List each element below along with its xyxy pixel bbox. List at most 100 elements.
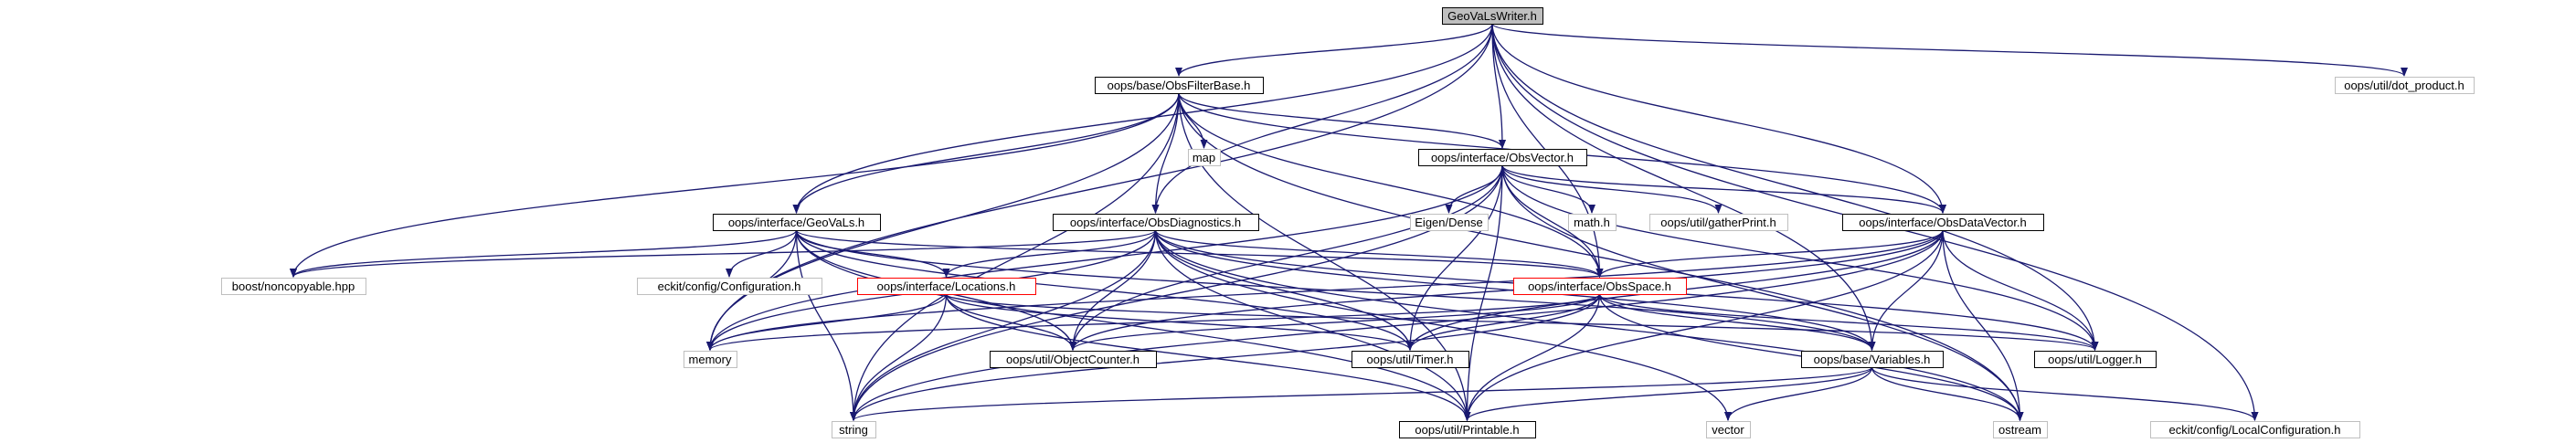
- edge-obsdiagnostics-to-locations: [942, 229, 1157, 278]
- node-vector: vector: [1706, 421, 1751, 438]
- edge-locations-to-memory: [706, 293, 948, 351]
- node-label-obsspace: oops/interface/ObsSpace.h: [1528, 280, 1671, 293]
- edge-obsdiagnostics-to-string: [850, 229, 1157, 421]
- node-configuration: eckit/config/Configuration.h: [637, 278, 822, 295]
- edge-obsdiagnostics-to-printable: [1154, 229, 1471, 421]
- edge-variables-to-printable: [1463, 366, 1873, 421]
- node-box-locations: [857, 278, 1036, 295]
- node-timer[interactable]: oops/util/Timer.h: [1352, 351, 1469, 368]
- node-box-timer: [1352, 351, 1469, 368]
- edge-locations-to-logger: [945, 293, 2099, 351]
- node-label-timer: oops/util/Timer.h: [1367, 353, 1454, 366]
- edge-obsspace-to-logger: [1598, 293, 2099, 351]
- node-box-mathh: [1568, 214, 1617, 231]
- edge-obsspace-to-timer: [1406, 293, 1601, 351]
- edge-geovals-to-locations: [795, 229, 950, 278]
- node-box-printable: [1399, 421, 1536, 438]
- edge-obsvector-to-printable: [1463, 164, 1503, 421]
- edge-obsdiagnostics-to-objectcounter: [1069, 229, 1157, 351]
- node-box-obsvector: [1418, 149, 1587, 166]
- node-box-logger: [2034, 351, 2157, 368]
- node-logger[interactable]: oops/util/Logger.h: [2034, 351, 2157, 368]
- edge-obsvector-to-gatherprint: [1501, 164, 1723, 214]
- node-label-obsdatavector: oops/interface/ObsDataVector.h: [1859, 216, 2027, 229]
- edge-obsspace-to-string: [850, 293, 1601, 421]
- node-box-gatherprint: [1649, 214, 1788, 231]
- node-label-variables: oops/base/Variables.h: [1814, 353, 1931, 366]
- edge-obsdatavector-to-ostream: [1942, 229, 2024, 421]
- edge-obsdatavector-to-string: [850, 229, 1944, 421]
- edge-obsdatavector-to-objectcounter: [1069, 229, 1944, 351]
- node-label-objectcounter: oops/util/ObjectCounter.h: [1006, 353, 1140, 366]
- node-obsdatavector[interactable]: oops/interface/ObsDataVector.h: [1842, 214, 2044, 231]
- edge-obsfilterbase-to-ostream: [1178, 92, 2024, 421]
- node-printable[interactable]: oops/util/Printable.h: [1399, 421, 1536, 438]
- edge-obsspace-to-variables: [1598, 293, 1876, 351]
- node-box-vector: [1706, 421, 1751, 438]
- node-label-eigen: Eigen/Dense: [1415, 216, 1482, 229]
- edge-obsspace-to-memory: [706, 293, 1601, 351]
- node-geovals[interactable]: oops/interface/GeoVaLs.h: [713, 214, 881, 231]
- node-obsspace[interactable]: oops/interface/ObsSpace.h: [1513, 278, 1687, 295]
- edge-obsdatavector-to-printable: [1463, 229, 1944, 421]
- edge-geovalswriter-to-obsdiagnostics: [1151, 23, 1493, 214]
- edge-variables-to-vector: [1724, 366, 1873, 421]
- edge-geovals-to-configuration: [726, 229, 798, 278]
- node-label-localconfig: eckit/config/LocalConfiguration.h: [2169, 423, 2341, 437]
- node-memory: memory: [684, 351, 737, 368]
- node-label-geovalswriter: GeoVaLsWriter.h: [1447, 9, 1537, 23]
- node-box-noncopyable: [221, 278, 366, 295]
- edge-obsvector-to-logger: [1501, 164, 2099, 351]
- edge-locations-to-timer: [945, 293, 1414, 351]
- node-label-noncopyable: boost/noncopyable.hpp: [232, 280, 355, 293]
- node-obsfilterbase[interactable]: oops/base/ObsFilterBase.h: [1095, 77, 1264, 94]
- node-eigen: Eigen/Dense: [1410, 214, 1489, 231]
- node-box-obsdatavector: [1842, 214, 2044, 231]
- node-label-dot_product: oops/util/dot_product.h: [2344, 79, 2465, 92]
- node-label-printable: oops/util/Printable.h: [1415, 423, 1519, 437]
- edge-locations-to-string: [850, 293, 948, 421]
- node-box-memory: [684, 351, 737, 368]
- node-obsvector[interactable]: oops/interface/ObsVector.h: [1418, 149, 1587, 166]
- node-box-obsfilterbase: [1095, 77, 1264, 94]
- edge-locations-to-printable: [945, 293, 1471, 421]
- node-localconfig: eckit/config/LocalConfiguration.h: [2150, 421, 2360, 438]
- node-box-geovalswriter: [1442, 7, 1543, 25]
- node-label-obsdiagnostics: oops/interface/ObsDiagnostics.h: [1070, 216, 1241, 229]
- node-variables[interactable]: oops/base/Variables.h: [1801, 351, 1944, 368]
- edge-obsvector-to-mathh: [1501, 164, 1595, 214]
- node-box-geovals: [713, 214, 881, 231]
- node-box-localconfig: [2150, 421, 2360, 438]
- node-box-string: [832, 421, 876, 438]
- edge-obsfilterbase-to-string: [850, 92, 1180, 421]
- node-obsdiagnostics[interactable]: oops/interface/ObsDiagnostics.h: [1053, 214, 1259, 231]
- node-label-memory: memory: [689, 353, 732, 366]
- edge-obsvector-to-obsdatavector: [1501, 164, 1946, 214]
- node-objectcounter[interactable]: oops/util/ObjectCounter.h: [990, 351, 1157, 368]
- edge-geovalswriter-to-logger: [1491, 23, 2099, 351]
- node-box-obsdiagnostics: [1053, 214, 1259, 231]
- node-label-geovals: oops/interface/GeoVaLs.h: [728, 216, 864, 229]
- node-mathh: math.h: [1568, 214, 1617, 231]
- edge-geovalswriter-to-dot_product: [1491, 23, 2408, 77]
- node-label-locations: oops/interface/Locations.h: [877, 280, 1016, 293]
- node-geovalswriter[interactable]: GeoVaLsWriter.h: [1442, 7, 1543, 25]
- edge-obsvector-to-ostream: [1501, 164, 2024, 421]
- edge-obsdiagnostics-to-noncopyable: [290, 229, 1157, 278]
- node-label-string: string: [839, 423, 868, 437]
- node-label-gatherprint: oops/util/gatherPrint.h: [1660, 216, 1776, 229]
- nodes-layer: GeoVaLsWriter.h oops/base/ObsFilterBase.h…: [221, 7, 2475, 438]
- edge-geovalswriter-to-obsdatavector: [1491, 23, 1946, 214]
- edge-geovalswriter-to-obsfilterbase: [1175, 23, 1493, 77]
- edge-variables-to-ostream: [1871, 366, 2024, 421]
- node-locations[interactable]: oops/interface/Locations.h: [857, 278, 1036, 295]
- edge-geovals-to-string: [795, 229, 857, 421]
- edge-geovalswriter-to-variables: [1491, 23, 1876, 351]
- edge-variables-to-localconfig: [1871, 366, 2259, 421]
- node-label-logger: oops/util/Logger.h: [2048, 353, 2142, 366]
- node-box-ostream: [1993, 421, 2048, 438]
- node-ostream: ostream: [1993, 421, 2048, 438]
- edge-obsdatavector-to-obsspace: [1595, 229, 1944, 278]
- node-box-obsspace: [1513, 278, 1687, 295]
